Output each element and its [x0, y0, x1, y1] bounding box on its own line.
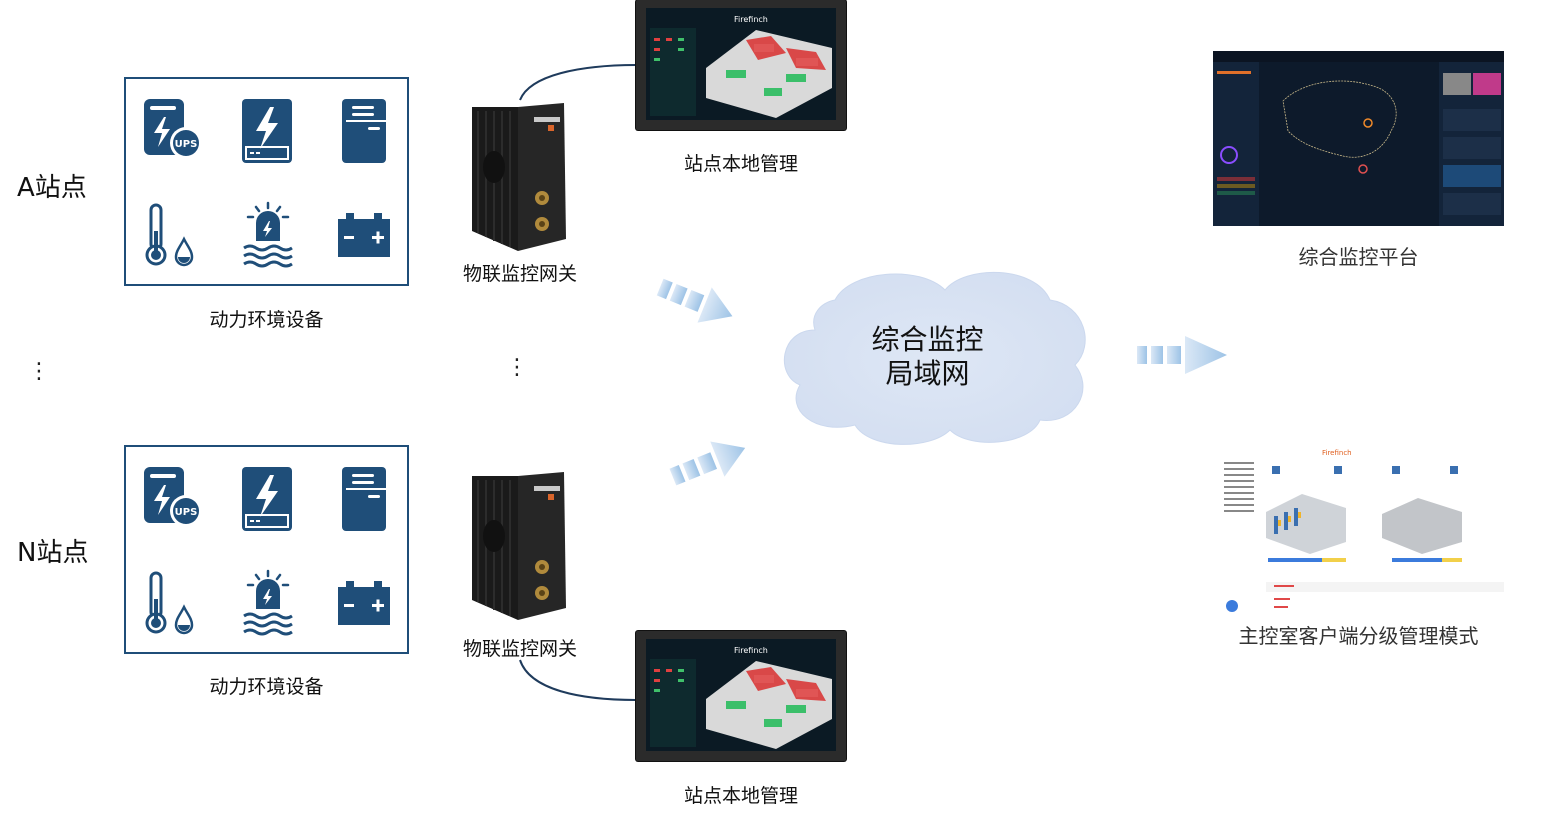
client-caption: 主控室客户端分级管理模式: [1238, 624, 1479, 648]
ups-icon: UPS: [144, 467, 202, 527]
gateway-caption-n: 物联监控网关: [462, 638, 577, 660]
cloud-label-line2: 局域网: [885, 357, 970, 390]
server-cabinet-icon: [342, 99, 386, 163]
brand-text: Firefinch: [734, 15, 768, 24]
temperature-humidity-icon: [145, 571, 194, 635]
ups-badge: UPS: [175, 507, 198, 518]
monitoring-platform-screenshot: [1213, 51, 1504, 226]
equipment-box-a: UPS: [124, 77, 409, 286]
local-management-screen-n: Firefinch: [636, 631, 846, 761]
platform-caption: 综合监控平台: [1298, 245, 1419, 269]
arrow-cloud-to-outputs: [1137, 336, 1227, 374]
connector-n: [519, 659, 638, 701]
equipment-caption-a: 动力环境设备: [209, 309, 324, 331]
equipment-box-n: UPS: [124, 445, 409, 654]
client-dashboard-thumbnail: Firefinch: [1224, 449, 1504, 612]
gateway-caption-a: 物联监控网关: [462, 263, 577, 285]
map-dashboard-thumbnail: [1213, 51, 1504, 226]
site-a-label: A站点: [17, 173, 87, 203]
ups-icon: UPS: [144, 99, 202, 159]
local-management-caption-a: 站点本地管理: [683, 153, 798, 175]
client-management-screenshot: Firefinch: [1222, 442, 1505, 612]
leak-alarm-icon: [243, 201, 293, 268]
cloud-label: 综合监控 局域网: [840, 323, 1015, 391]
ups-badge: UPS: [175, 139, 198, 150]
power-supply-icon: [242, 99, 292, 163]
local-management-caption-n: 站点本地管理: [683, 785, 798, 807]
lan-cloud: [784, 271, 1086, 445]
client-brand-text: Firefinch: [1322, 449, 1352, 457]
leak-alarm-icon: [243, 569, 293, 636]
floorplan-dashboard-thumbnail: Firefinch: [650, 15, 832, 118]
server-cabinet-icon: [342, 467, 386, 531]
arrow-a-to-cloud: [656, 278, 733, 323]
power-supply-icon: [242, 467, 292, 531]
iot-gateway-a: [466, 103, 576, 255]
equipment-caption-n: 动力环境设备: [209, 676, 324, 698]
site-n-label: N站点: [17, 538, 89, 568]
gateway-ellipsis: ⋮: [506, 355, 528, 380]
temperature-humidity-icon: [145, 203, 194, 267]
brand-text: Firefinch: [734, 646, 768, 655]
battery-icon: [338, 213, 390, 257]
battery-icon: [338, 581, 390, 625]
floorplan-dashboard-thumbnail: Firefinch: [650, 646, 832, 749]
connector-a: [519, 64, 638, 101]
cloud-label-line1: 综合监控: [871, 323, 984, 356]
iot-gateway-n: [466, 472, 576, 624]
local-management-screen-a: Firefinch: [636, 0, 846, 130]
gateway-device-icon: [472, 103, 566, 251]
site-ellipsis: ⋮: [28, 359, 50, 384]
arrow-n-to-cloud: [669, 441, 746, 486]
gateway-device-icon: [472, 472, 566, 620]
